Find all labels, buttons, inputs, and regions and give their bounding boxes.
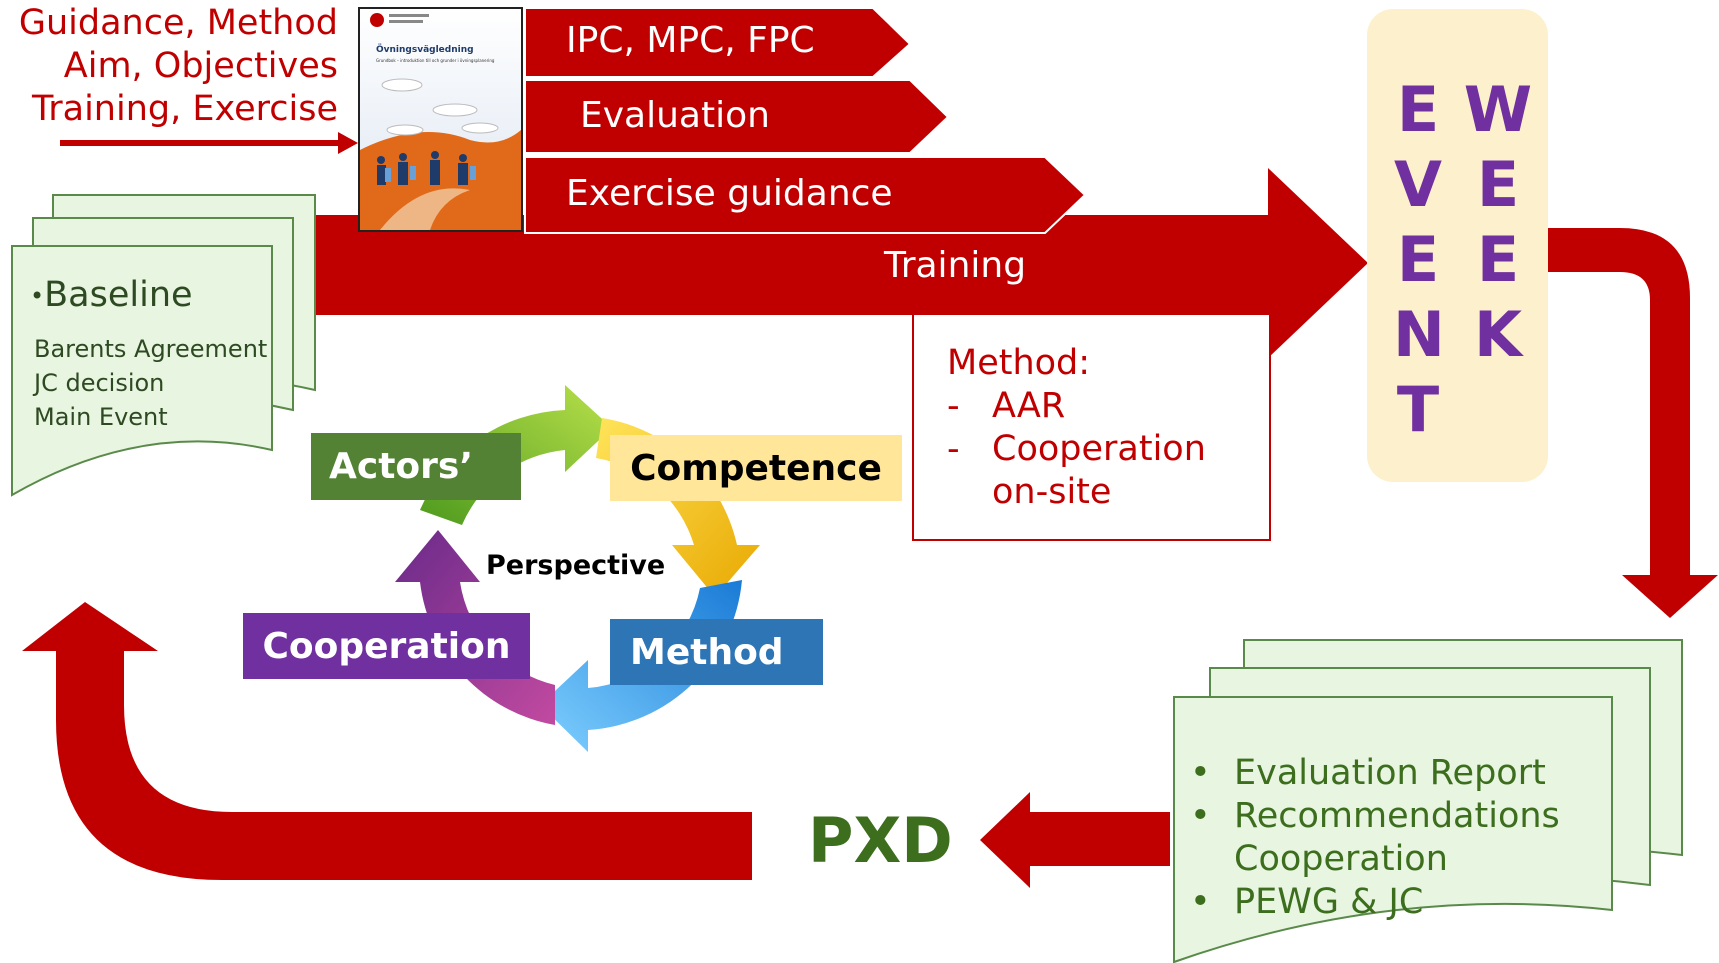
method-item: -Cooperation — [947, 429, 1206, 469]
week-letter: K — [1473, 298, 1523, 371]
baseline-items: Barents Agreement JC decision Main Event — [34, 332, 267, 434]
baseline-heading-text: Baseline — [44, 275, 193, 315]
event-letter: E — [1396, 223, 1440, 296]
week-letter: W — [1463, 73, 1533, 146]
event-letter: V — [1394, 148, 1442, 221]
down-arrow — [1548, 228, 1718, 618]
banner-arrow-2 — [524, 79, 950, 154]
pxd-label: PXD — [808, 804, 953, 877]
report-list: Evaluation Report Recommendations Cooper… — [1190, 752, 1560, 924]
guidance-text: Guidance, Method Aim, Objectives Trainin… — [8, 2, 338, 131]
booklet-title: Övningsvägledning — [376, 45, 474, 55]
perspective-label: Perspective — [486, 550, 666, 581]
report-item: Evaluation Report — [1190, 752, 1560, 795]
baseline-item: Barents Agreement — [34, 335, 268, 363]
guidance-line: Guidance, Method — [18, 3, 338, 43]
method-item: -AAR — [947, 386, 1066, 426]
week-letters: W E E K — [1462, 72, 1534, 372]
event-letters: E V E N T — [1393, 72, 1445, 447]
booklet-subtitle: Grundbok – introduktion till och grunder… — [376, 58, 495, 63]
method-label: Method — [610, 619, 823, 685]
booklet-cover — [358, 7, 523, 232]
event-letter: E — [1396, 73, 1440, 146]
event-week-panel — [1367, 9, 1548, 482]
banner-label-evaluation: Evaluation — [580, 95, 770, 136]
guidance-line: Training, Exercise — [32, 89, 338, 129]
week-letter: E — [1476, 223, 1520, 296]
banner-label-exercise-guidance: Exercise guidance — [566, 173, 893, 214]
baseline-document-stack — [11, 194, 316, 497]
week-letter: E — [1476, 148, 1520, 221]
baseline-item: JC decision — [34, 369, 165, 397]
method-box-text: Method: -AAR -Cooperation on-site — [947, 342, 1206, 514]
event-letter: T — [1396, 373, 1440, 446]
method-box-frame — [912, 313, 1271, 541]
banner-label-ipc: IPC, MPC, FPC — [566, 20, 815, 61]
banner-arrow-1 — [524, 7, 912, 78]
method-box-title: Method: — [947, 343, 1091, 383]
baseline-bullet-icon: • — [30, 282, 45, 310]
pxd-arrow — [980, 792, 1170, 888]
actors-label: Actors’ — [311, 433, 521, 500]
report-item: PEWG & JC — [1190, 881, 1560, 924]
banner-arrow-3 — [524, 156, 1087, 234]
report-item: Recommendations — [1190, 795, 1560, 838]
event-letter: N — [1393, 298, 1445, 371]
method-item-continued: on-site — [992, 472, 1112, 512]
guidance-line: Aim, Objectives — [63, 46, 338, 86]
report-item: Cooperation — [1234, 839, 1448, 879]
competence-label: Competence — [610, 435, 902, 501]
return-arrow — [22, 602, 752, 880]
guidance-arrow — [60, 132, 358, 154]
training-label: Training — [884, 245, 1027, 286]
baseline-heading: •Baseline — [30, 275, 193, 315]
baseline-item: Main Event — [34, 403, 168, 431]
cooperation-label: Cooperation — [243, 613, 530, 679]
